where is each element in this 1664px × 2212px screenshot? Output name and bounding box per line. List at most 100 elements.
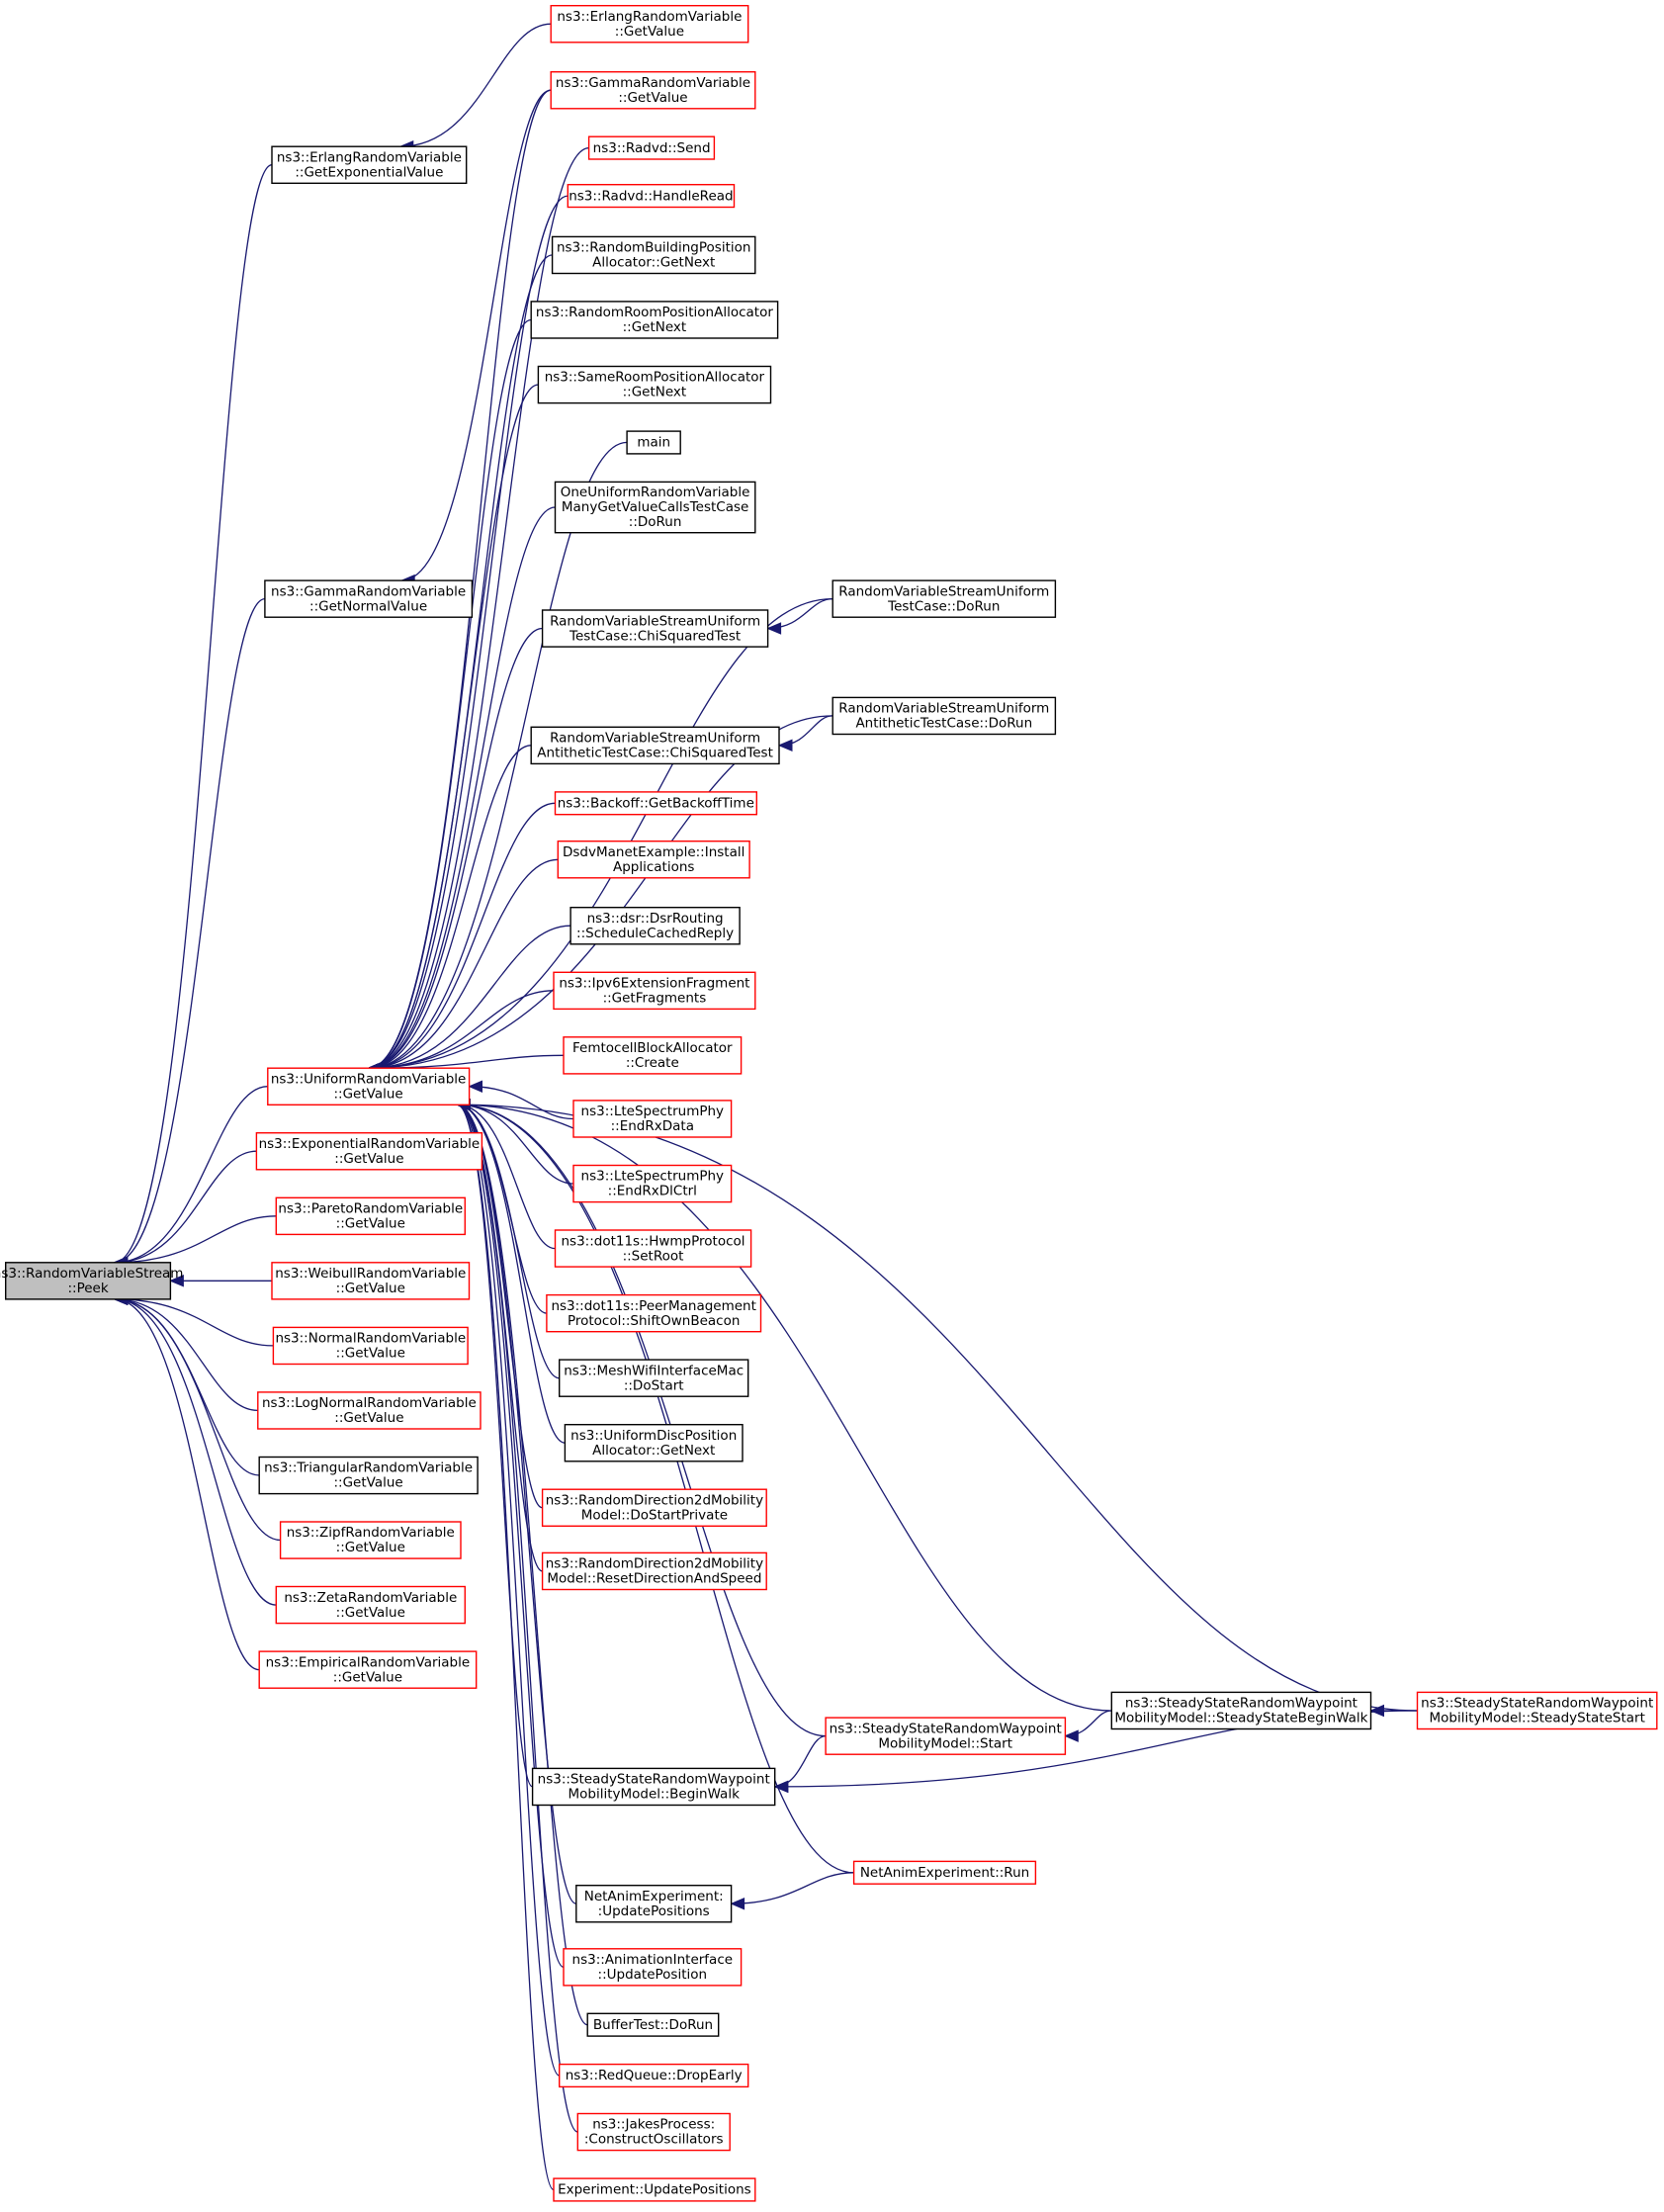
node-redqueue[interactable]: ns3::RedQueue::DropEarly [559, 2063, 749, 2088]
node-hwmp[interactable]: ns3::dot11s::HwmpProtocol::SetRoot [554, 1229, 752, 1268]
node-box[interactable] [530, 726, 780, 765]
node-box[interactable] [1110, 1691, 1372, 1730]
node-uniform_getvalue[interactable]: ns3::UniformRandomVariable::GetValue [267, 1067, 471, 1106]
node-box[interactable] [1416, 1691, 1658, 1730]
node-ipv6frag[interactable]: ns3::Ipv6ExtensionFragment::GetFragments [553, 971, 756, 1011]
node-uniformdisc[interactable]: ns3::UniformDiscPositionAllocator::GetNe… [564, 1423, 744, 1462]
node-box[interactable] [569, 907, 741, 945]
node-box[interactable] [551, 235, 756, 275]
node-femtocell[interactable]: FemtocellBlockAllocator::Create [563, 1036, 743, 1075]
node-randroompos[interactable]: ns3::RandomRoomPositionAllocator::GetNex… [530, 301, 779, 339]
node-netanim_update[interactable]: NetAnimExperiment::UpdatePositions [575, 1884, 733, 1923]
node-box[interactable] [832, 696, 1057, 736]
node-box[interactable] [586, 2012, 720, 2037]
node-pareto_getvalue[interactable]: ns3::ParetoRandomVariable::GetValue [275, 1196, 466, 1236]
node-box[interactable] [271, 145, 468, 184]
node-rd2d_reset[interactable]: ns3::RandomDirection2dMobilityModel::Res… [541, 1551, 767, 1591]
node-ssrwp_ssbegin[interactable]: ns3::SteadyStateRandomWaypointMobilityMo… [1110, 1691, 1372, 1730]
node-box[interactable] [258, 1650, 478, 1689]
node-box[interactable] [275, 1585, 466, 1625]
node-main[interactable]: main [626, 430, 681, 455]
node-gamma_normal[interactable]: ns3::GammaRandomVariable::GetNormalValue [264, 579, 474, 618]
node-rvsua_dorun[interactable]: RandomVariableStreamUniformAntitheticTes… [832, 696, 1057, 736]
node-experiment_update[interactable]: Experiment::UpdatePositions [553, 2177, 756, 2202]
node-box[interactable] [554, 791, 758, 816]
node-box[interactable] [572, 1164, 733, 1203]
node-box[interactable] [557, 841, 750, 879]
node-empirical_getvalue[interactable]: ns3::EmpiricalRandomVariable::GetValue [258, 1650, 478, 1689]
node-box[interactable] [554, 1229, 752, 1268]
node-radvd_handleread[interactable]: ns3::Radvd::HandleRead [567, 183, 736, 209]
node-rvsu_chisq[interactable]: RandomVariableStreamUniformTestCase::Chi… [541, 609, 769, 648]
node-lte_endrxdlctrl[interactable]: ns3::LteSpectrumPhy::EndRxDlCtrl [572, 1164, 733, 1203]
node-box[interactable] [550, 70, 756, 110]
node-box[interactable] [550, 4, 749, 44]
node-box[interactable] [626, 430, 681, 455]
node-box[interactable] [587, 135, 716, 160]
node-box[interactable] [564, 1423, 744, 1462]
node-animiface[interactable]: ns3::AnimationInterface::UpdatePosition [563, 1948, 743, 1987]
node-lte_endrxdata[interactable]: ns3::LteSpectrumPhy::EndRxData [572, 1100, 733, 1138]
node-erlang_expo[interactable]: ns3::ErlangRandomVariable::GetExponentia… [271, 145, 468, 184]
node-oneuniform[interactable]: OneUniformRandomVariableManyGetValueCall… [554, 481, 756, 534]
node-peek[interactable]: ns3::RandomVariableStream::Peek [0, 1262, 183, 1300]
node-netanim_run[interactable]: NetAnimExperiment::Run [852, 1860, 1037, 1885]
node-box[interactable] [575, 1884, 733, 1923]
node-erlang_getvalue[interactable]: ns3::ErlangRandomVariable::GetValue [550, 4, 749, 44]
node-radvd_send[interactable]: ns3::Radvd::Send [587, 135, 716, 160]
node-box[interactable] [852, 1860, 1037, 1885]
node-backoff[interactable]: ns3::Backoff::GetBackoffTime [554, 791, 758, 816]
node-box[interactable] [537, 365, 772, 404]
node-sameroompos[interactable]: ns3::SameRoomPositionAllocator::GetNext [537, 365, 772, 404]
node-box[interactable] [271, 1262, 471, 1300]
node-box[interactable] [530, 301, 779, 339]
node-buffertest[interactable]: BufferTest::DoRun [586, 2012, 720, 2037]
node-ssrwp_start[interactable]: ns3::SteadyStateRandomWaypointMobilityMo… [825, 1717, 1067, 1755]
node-box[interactable] [279, 1521, 462, 1559]
node-box[interactable] [275, 1196, 466, 1236]
node-box[interactable] [832, 579, 1057, 618]
node-box[interactable] [272, 1326, 469, 1366]
node-rvsu_dorun[interactable]: RandomVariableStreamUniformTestCase::DoR… [832, 579, 1057, 618]
node-box[interactable] [559, 1359, 749, 1397]
node-weibull_getvalue[interactable]: ns3::WeibullRandomVariable::GetValue [271, 1262, 471, 1300]
node-zipf_getvalue[interactable]: ns3::ZipfRandomVariable::GetValue [279, 1521, 462, 1559]
node-box[interactable] [541, 1551, 767, 1591]
node-box[interactable] [541, 1488, 767, 1527]
node-lognormal_getvalue[interactable]: ns3::LogNormalRandomVariable::GetValue [257, 1391, 482, 1430]
node-gamma_getvalue[interactable]: ns3::GammaRandomVariable::GetValue [550, 70, 756, 110]
node-peermgmt[interactable]: ns3::dot11s::PeerManagementProtocol::Shi… [546, 1293, 762, 1333]
node-box[interactable] [258, 1456, 479, 1495]
node-box[interactable] [553, 971, 756, 1011]
node-box[interactable] [541, 609, 769, 648]
node-box[interactable] [576, 2112, 731, 2152]
node-dsr[interactable]: ns3::dsr::DsrRouting::ScheduleCachedRepl… [569, 907, 741, 945]
node-ssrwp_ssstart[interactable]: ns3::SteadyStateRandomWaypointMobilityMo… [1416, 1691, 1658, 1730]
node-box[interactable] [255, 1131, 483, 1171]
node-rvsua_chisq[interactable]: RandomVariableStreamUniformAntitheticTes… [530, 726, 780, 765]
node-exponential_getvalue[interactable]: ns3::ExponentialRandomVariable::GetValue [255, 1131, 483, 1171]
node-box[interactable] [4, 1262, 172, 1300]
node-box[interactable] [264, 579, 474, 618]
node-randbuildpos[interactable]: ns3::RandomBuildingPositionAllocator::Ge… [551, 235, 756, 275]
node-box[interactable] [563, 1036, 743, 1075]
node-zeta_getvalue[interactable]: ns3::ZetaRandomVariable::GetValue [275, 1585, 466, 1625]
node-box[interactable] [531, 1767, 776, 1807]
node-box[interactable] [553, 2177, 756, 2202]
node-jakes[interactable]: ns3::JakesProcess::ConstructOscillators [576, 2112, 731, 2152]
node-box[interactable] [572, 1100, 733, 1138]
node-box[interactable] [257, 1391, 482, 1430]
node-box[interactable] [267, 1067, 471, 1106]
node-box[interactable] [559, 2063, 749, 2088]
node-rd2d_start[interactable]: ns3::RandomDirection2dMobilityModel::DoS… [541, 1488, 767, 1527]
node-box[interactable] [546, 1293, 762, 1333]
node-ssrwp_beginwalk[interactable]: ns3::SteadyStateRandomWaypointMobilityMo… [531, 1767, 776, 1807]
node-box[interactable] [567, 183, 736, 209]
node-normal_getvalue[interactable]: ns3::NormalRandomVariable::GetValue [272, 1326, 469, 1366]
node-box[interactable] [563, 1948, 743, 1987]
node-triangular_getvalue[interactable]: ns3::TriangularRandomVariable::GetValue [258, 1456, 479, 1495]
node-box[interactable] [554, 481, 756, 534]
node-box[interactable] [825, 1717, 1067, 1755]
node-meshwifi[interactable]: ns3::MeshWifiInterfaceMac::DoStart [559, 1359, 749, 1397]
